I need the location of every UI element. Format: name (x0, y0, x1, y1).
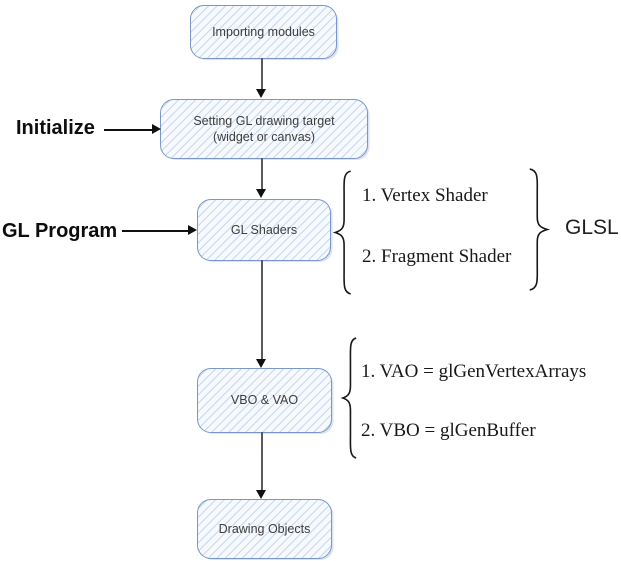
arrow-line-vbo-to-drawing (261, 432, 263, 491)
arrowhead-down-icon (256, 189, 266, 198)
arrowhead-down-icon (256, 490, 266, 499)
arrowhead-down-icon (256, 359, 266, 368)
arrowhead-right-icon (188, 225, 197, 235)
node-drawing-objects: Drawing Objects (197, 499, 332, 559)
label-gl-program: GL Program (2, 220, 118, 242)
node-target-label-line1: Setting GL drawing target (193, 113, 335, 128)
node-drawing-objects-label: Drawing Objects (218, 521, 311, 536)
shader-item-vertex: 1. Vertex Shader (362, 185, 488, 206)
buffer-item-vao: 1. VAO = glGenVertexArrays (361, 361, 587, 382)
buffer-item-vbo: 2. VBO = glGenBuffer (361, 420, 536, 441)
node-setting-gl-drawing-target: Setting GL drawing target (widget or can… (160, 99, 368, 159)
node-vbo-vao-label: VBO & VAO (230, 393, 299, 408)
left-brace-shaders-icon (332, 169, 354, 296)
arrow-line-target-to-shaders (261, 158, 263, 190)
arrow-line-importing-to-target (261, 58, 263, 91)
node-target-label-line2: (widget or canvas) (212, 130, 316, 144)
node-vbo-vao: VBO & VAO (197, 368, 332, 433)
arrow-line-initialize (104, 129, 153, 131)
arrow-line-shaders-to-vbo (261, 260, 263, 360)
label-initialize: Initialize (16, 117, 95, 139)
arrow-line-gl-program (122, 230, 189, 232)
node-importing-modules: Importing modules (190, 5, 337, 59)
node-importing-modules-label: Importing modules (212, 24, 315, 39)
right-brace-glsl-icon (526, 167, 551, 292)
arrowhead-down-icon (256, 89, 266, 98)
label-glsl: GLSL (565, 216, 619, 239)
shader-item-fragment: 2. Fragment Shader (362, 246, 512, 267)
arrowhead-right-icon (152, 124, 161, 134)
node-gl-shaders-label: GL Shaders (230, 222, 298, 237)
left-brace-buffers-icon (340, 336, 359, 460)
node-gl-shaders: GL Shaders (197, 199, 331, 261)
